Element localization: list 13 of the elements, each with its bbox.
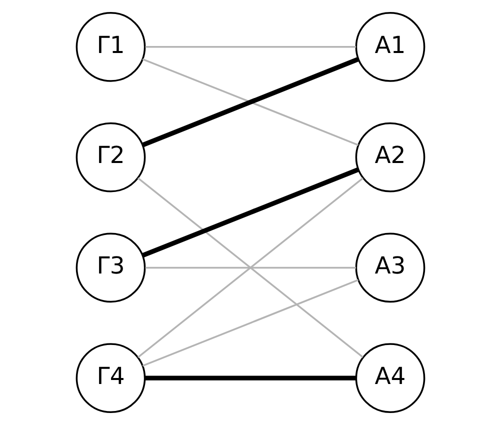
node-circle: Γ4 [75, 343, 146, 414]
connector [142, 279, 358, 367]
node-circle: Γ1 [75, 12, 146, 82]
node-circle: Γ2 [75, 122, 146, 192]
node-circle: A1 [354, 12, 425, 82]
node-circle: A3 [354, 232, 425, 303]
connector [144, 266, 356, 269]
connector [141, 167, 359, 258]
node-circle: A4 [354, 343, 425, 414]
node-circle: Γ3 [75, 232, 146, 303]
connector [144, 46, 356, 48]
connector [144, 376, 356, 380]
node-circle: A2 [354, 122, 425, 192]
